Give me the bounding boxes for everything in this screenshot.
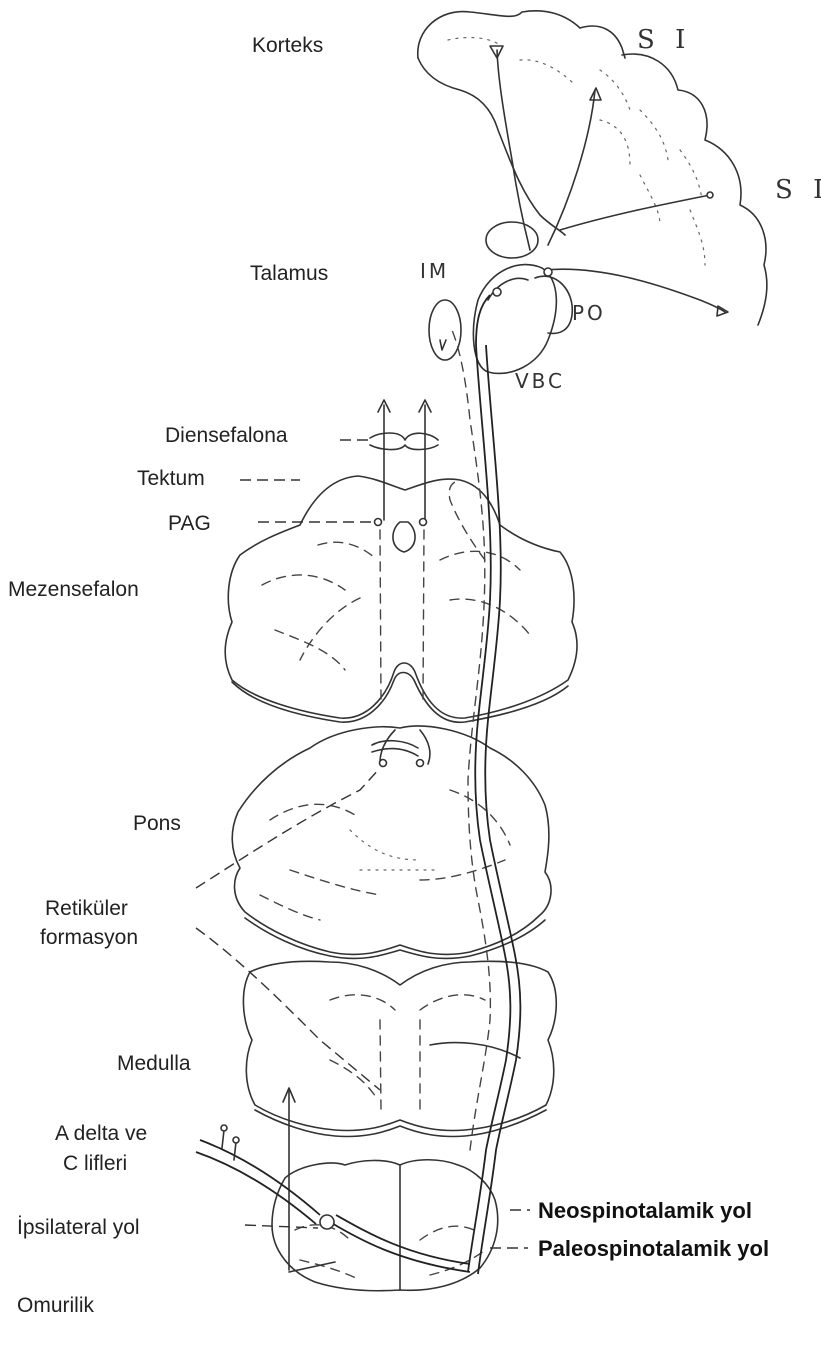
label-talamus: Talamus (250, 262, 328, 285)
cortical-projections (490, 46, 728, 316)
label-pons: Pons (133, 812, 181, 835)
label-po: PO (572, 301, 606, 325)
label-korteks: Korteks (252, 34, 323, 57)
mesencephalon-drawing (225, 476, 577, 722)
label-medulla: Medulla (117, 1052, 191, 1075)
pons-drawing (232, 726, 551, 958)
cortex-drawing (418, 11, 767, 325)
label-mezensefalon: Mezensefalon (8, 578, 139, 601)
label-vbc: VBC (515, 369, 565, 393)
diencephalon-arrows (370, 400, 438, 520)
label-sii: S II (775, 175, 821, 205)
label-adelta-2: C lifleri (63, 1152, 127, 1175)
label-retikuler-1: Retiküler (45, 897, 128, 920)
label-retikuler-2: formasyon (40, 926, 138, 949)
label-neospinotalamik: Neospinotalamik yol (538, 1198, 752, 1223)
thalamus-drawing (429, 222, 572, 373)
label-pag: PAG (168, 512, 211, 535)
label-tektum: Tektum (137, 467, 205, 490)
label-diensefalona: Diensefalona (165, 424, 288, 447)
label-si: S I (637, 25, 691, 55)
label-ipsilateral: İpsilateral yol (17, 1216, 140, 1239)
label-omurilik: Omurilik (17, 1294, 94, 1317)
label-im: IM (420, 259, 449, 283)
label-adelta-1: A delta ve (55, 1122, 147, 1145)
label-paleospinotalamik: Paleospinotalamik yol (538, 1236, 769, 1261)
